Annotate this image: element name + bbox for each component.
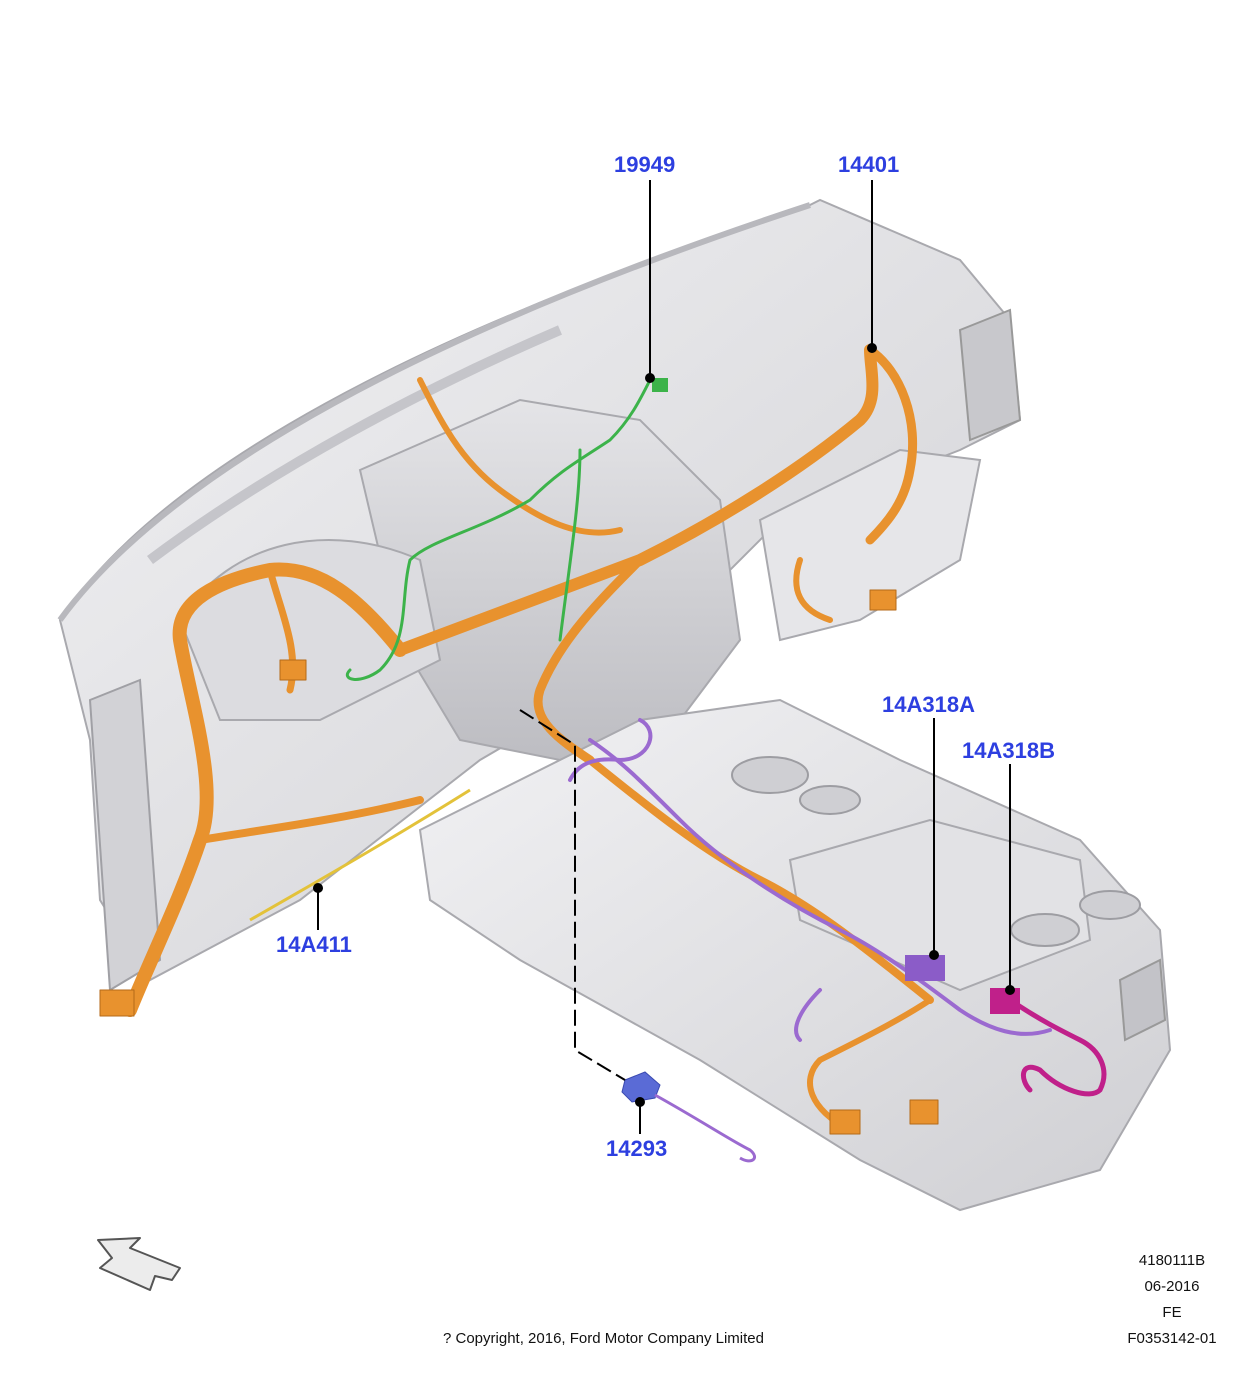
instrument-panel [57,198,1022,992]
center-stack [358,398,742,762]
figure-number: F0353142-01 [1127,1330,1217,1347]
defrost-vent [147,325,562,565]
callout-14A411: 14A411 [276,932,352,957]
harness-14A318A [568,718,1052,1042]
drawing-code: 4180111B [1138,1252,1206,1269]
left-end-panel [88,678,162,992]
callout-14293: 14293 [606,1136,668,1161]
harness-14A318B [990,988,1107,1097]
callout-14401: 14401 [838,152,900,177]
right-vent [958,308,1022,442]
callout-14A318B: 14A318B [962,738,1055,763]
dashed-leader-14293 [519,709,626,1081]
drawing-region: FE [1162,1304,1182,1321]
cupholder-2 [799,785,861,815]
rear-vent [1118,958,1167,1042]
floor-console [418,698,1172,1212]
module-14293 [621,1071,756,1163]
drawing-date: 06-2016 [1144,1278,1200,1295]
harness-14A411 [249,788,471,922]
cupholder-4 [1079,890,1141,920]
copyright-notice: ? Copyright, 2016, Ford Motor Company Li… [443,1330,764,1347]
callout-19949: 19949 [614,152,676,177]
leader-lines [313,180,1015,1134]
cupholder-1 [731,756,809,794]
cupholder-3 [1010,913,1080,947]
harness-19949 [346,378,668,681]
harness-14401 [99,344,939,1135]
panel-top-edge [57,202,811,622]
orientation-arrow-icon [97,1237,181,1291]
console-body [418,698,1172,1212]
glovebox-area [758,448,982,642]
callout-14A318A: 14A318A [882,692,975,717]
